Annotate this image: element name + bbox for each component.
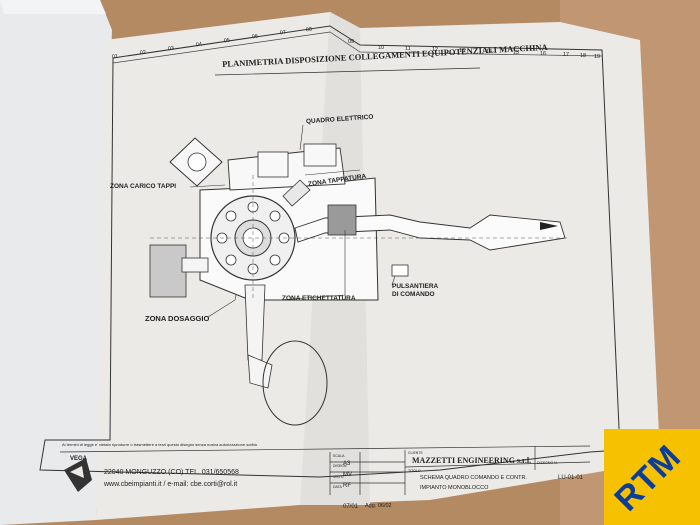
scala-value: A3 <box>343 461 351 467</box>
ruler-number: 12 <box>432 47 439 53</box>
ruler-number: 14 <box>486 49 493 55</box>
ruler-number: 19 <box>594 54 601 60</box>
label-zona-dosaggio: ZONA DOSAGGIO <box>145 314 210 323</box>
ruler-number: 17 <box>563 52 570 58</box>
label-di-comando: DI COMANDO <box>392 291 435 298</box>
company-address: 22040 MONGUZZO (CO) TEL. 031/650568 <box>104 469 239 476</box>
cliente-label: CLIENTE <box>408 451 423 455</box>
left-page <box>0 0 112 525</box>
logo-text: VEGA <box>70 456 88 462</box>
data-label: DATA <box>333 485 342 489</box>
ruler-number: 04 <box>195 41 203 49</box>
label-zona-etichettatura: ZONA ETICHETTATURA <box>282 295 356 302</box>
cliente-value: MAZZETTI ENGINEERING s.r.l. <box>412 456 532 465</box>
ruler-number: 02 <box>139 49 147 57</box>
agg-value: Agg. 06/02 <box>365 503 392 509</box>
ruler-number: 13 <box>459 48 466 54</box>
ruler-number: 10 <box>378 45 385 51</box>
ruler-number: 18 <box>580 53 587 59</box>
titolo-label: TITOLO <box>408 469 421 473</box>
titolo-line1: SCHEMA QUADRO COMANDO E CONTR. <box>420 475 527 481</box>
visto-label: VISTO <box>333 475 344 479</box>
disegno-label: DISEGNO N. <box>537 461 558 465</box>
rtm-badge: RTM <box>604 429 700 525</box>
disegno-value: LU-01-01 <box>558 475 584 481</box>
ruler-number: 15 <box>513 50 520 56</box>
disegn-label: DISEGN <box>333 464 347 468</box>
rtm-badge-text: RTM <box>607 437 689 519</box>
ruler-number: 03 <box>167 45 175 53</box>
ruler-number: 01 <box>111 53 119 61</box>
ruler-number: 05 <box>223 37 231 45</box>
disegn-value: MV <box>343 472 352 478</box>
company-web: www.cbeimpianti.it / e-mail: cbe.corti@r… <box>104 481 238 488</box>
label-zona-carico-tappi: ZONA CARICO TAPPI <box>110 183 177 190</box>
ruler-number: 09 <box>348 39 355 45</box>
ruler-number: 08 <box>305 26 313 34</box>
titolo-line2: IMPIANTO MONOBLOCCO <box>420 485 489 491</box>
ruler-number: 11 <box>405 46 411 52</box>
drawing-sheet <box>96 12 660 520</box>
ruler-number: 07 <box>279 29 287 37</box>
copyright-note: Ai termini di legge e' vietato riprodurr… <box>62 442 257 447</box>
visto-value: RF <box>343 483 351 489</box>
scala-label: SCALA <box>333 454 345 458</box>
dosing-unit <box>149 244 187 298</box>
data-value: 07/01 <box>343 504 359 510</box>
ruler-number: 06 <box>251 33 259 41</box>
ruler-number: 16 <box>540 51 547 57</box>
label-pulsantiera: PULSANTIERA <box>392 283 439 290</box>
